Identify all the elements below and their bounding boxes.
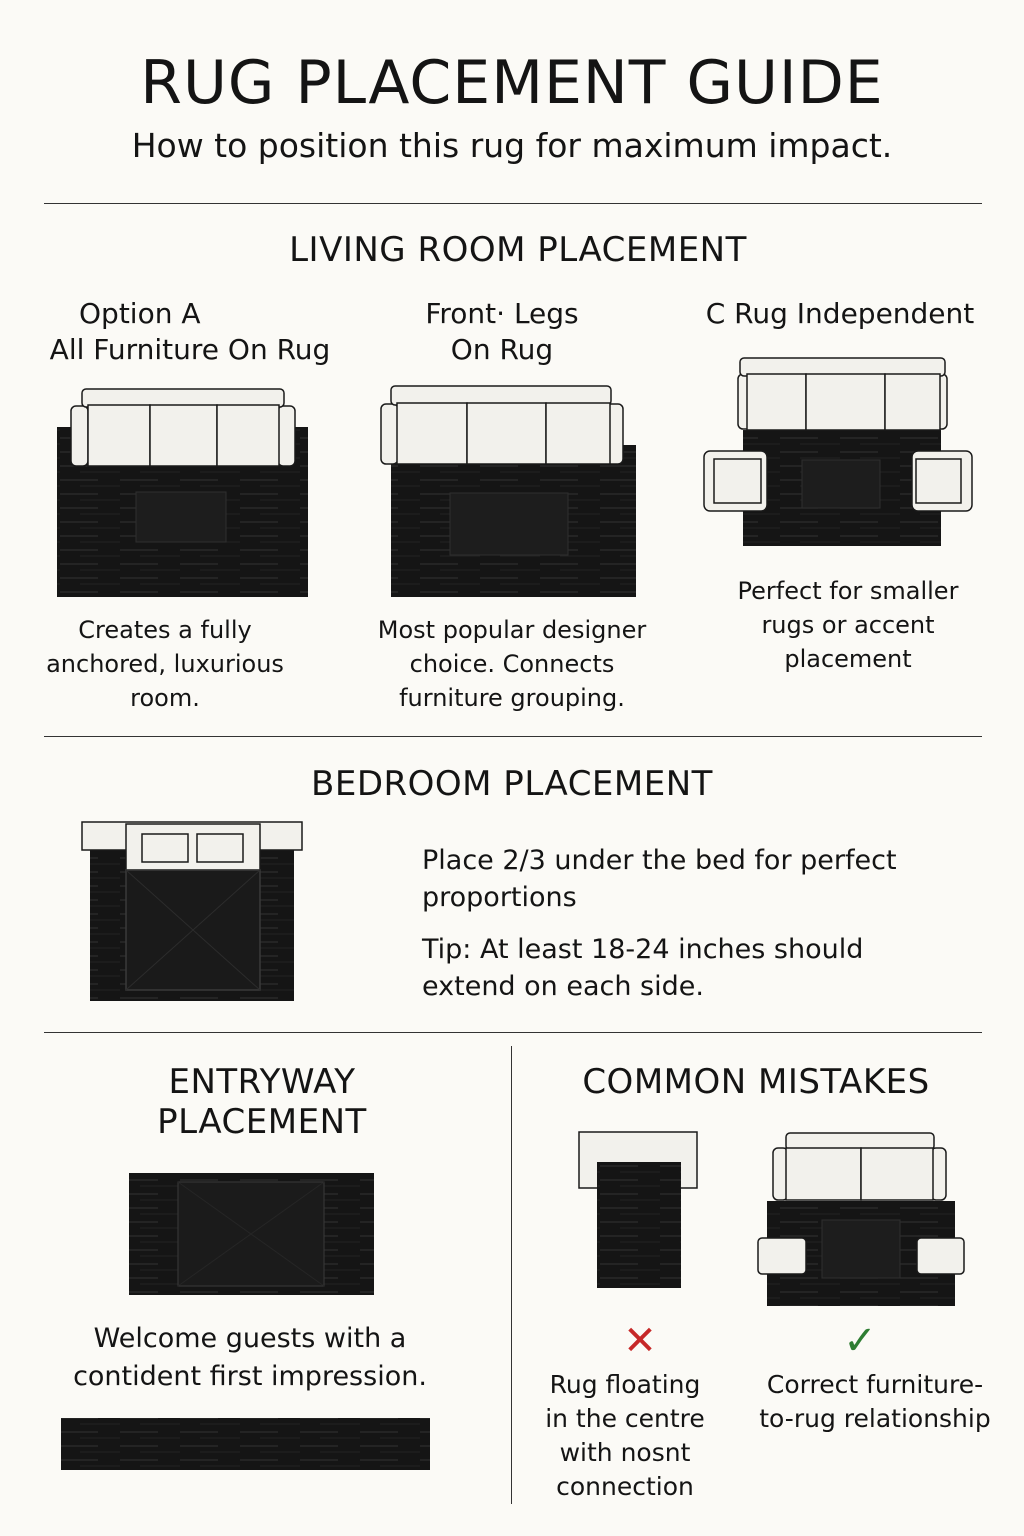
option-c-armchair-right xyxy=(911,450,973,512)
entryway-caption: Welcome guests with a contident first im… xyxy=(73,1323,427,1392)
bedroom-text: Place 2/3 under the bed for perfect prop… xyxy=(422,845,897,913)
bedroom-heading: BEDROOM PLACEMENT xyxy=(311,764,713,804)
check-icon: ✓ xyxy=(843,1318,877,1364)
living-room-heading: LIVING ROOM PLACEMENT xyxy=(289,230,747,270)
option-c-title: C Rug Independent xyxy=(705,297,975,330)
option-c-caption: Perfect for smaller rugs or accent place… xyxy=(737,577,959,673)
option-b-rug-medallion xyxy=(449,492,569,556)
mistake-wrong-caption: Rug floating in the centre with nosnt co… xyxy=(545,1370,705,1501)
bedroom-tip: Tip: At least 18-24 inches should extend… xyxy=(422,934,864,1002)
option-a-caption: Creates a fully anchored, luxurious room… xyxy=(46,616,284,712)
divider-living xyxy=(44,736,982,737)
page-subtitle: How to position this rug for maximum imp… xyxy=(131,126,893,165)
option-b-caption: Most popular designer choice. Connects f… xyxy=(377,616,647,712)
option-a-rug-medallion xyxy=(135,491,227,543)
option-c-armchair-left xyxy=(703,450,768,512)
bed xyxy=(81,821,303,991)
mistake-right-caption: Correct furniture- to-rug relationship xyxy=(759,1370,991,1433)
option-a-sofa xyxy=(70,388,296,467)
divider-bedroom xyxy=(44,1032,982,1033)
entryway-runner xyxy=(61,1418,430,1470)
entryway-heading: ENTRYWAY PLACEMENT xyxy=(157,1062,367,1142)
divider-top xyxy=(44,203,982,204)
option-b-title: Front· Legs On Rug xyxy=(425,297,579,366)
option-a-title: Option A All Furniture On Rug xyxy=(49,297,331,366)
wrong-icon: ✕ xyxy=(623,1318,657,1364)
option-c-sofa xyxy=(737,357,948,431)
mistakes-heading: COMMON MISTAKES xyxy=(582,1062,930,1102)
option-c-rug-medallion xyxy=(801,459,881,509)
divider-vertical xyxy=(511,1046,512,1504)
option-b-sofa xyxy=(380,385,624,465)
page-title: RUG PLACEMENT GUIDE xyxy=(140,48,884,118)
mistake-wrong-rug xyxy=(597,1162,681,1288)
